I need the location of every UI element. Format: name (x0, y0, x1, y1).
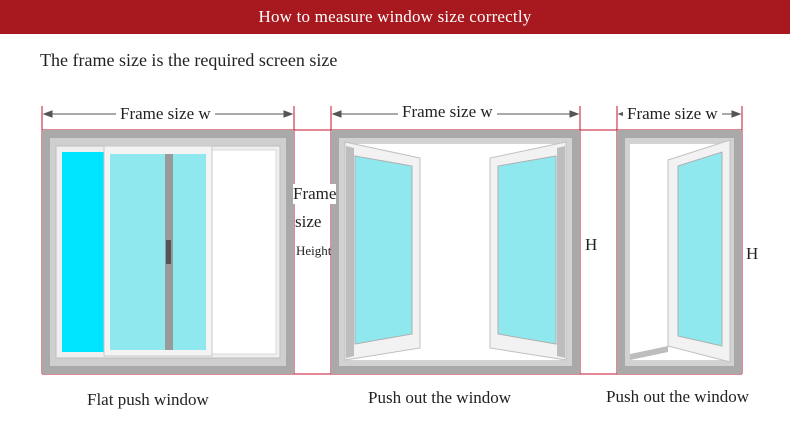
window-3-width-label: Frame size w (623, 104, 722, 124)
window-1-caption: Flat push window (87, 390, 209, 409)
window-3-caption: Push out the window (606, 387, 750, 406)
height-note-line1: Frame (293, 184, 337, 204)
window-2-width-label: Frame size w (398, 102, 497, 122)
push-out-double-window-illustration (331, 130, 580, 374)
title-banner: How to measure window size correctly (0, 0, 790, 34)
window-1-width-label: Frame size w (116, 104, 215, 124)
intro-text: The frame size is the required screen si… (40, 50, 338, 70)
height-note-line3: Height (296, 243, 332, 258)
window-2-height-label: H (585, 235, 598, 254)
window-2-caption: Push out the window (368, 388, 512, 407)
banner-title: How to measure window size correctly (258, 7, 532, 26)
window-3-height-label: H (746, 244, 759, 263)
height-note-line2: size (295, 212, 322, 231)
flat-push-window-illustration (42, 130, 294, 374)
push-out-single-window-illustration (617, 130, 742, 374)
